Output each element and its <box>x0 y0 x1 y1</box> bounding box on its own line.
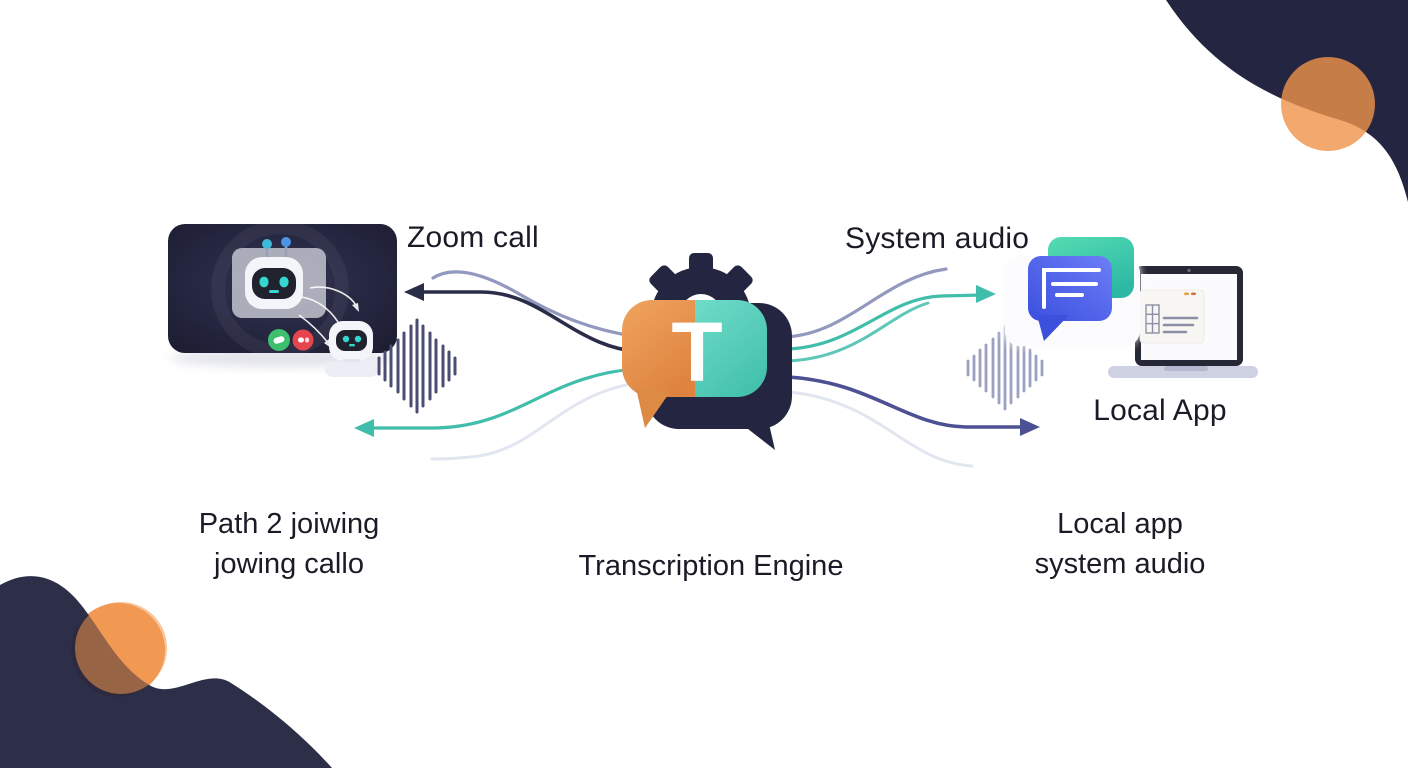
connector-ghost-left <box>430 379 657 461</box>
robot-avatar-icon <box>245 237 303 309</box>
waveform-icon <box>377 318 457 414</box>
waveform-icon <box>966 325 1044 411</box>
engine-letter: T <box>671 305 722 399</box>
zoom-call-illustration <box>168 220 457 414</box>
connector-teal-right <box>786 293 985 351</box>
orange-circle <box>1281 57 1375 151</box>
assistant-robot-icon <box>325 321 378 377</box>
connector-slate-left <box>431 270 650 340</box>
zoom-call-label: Zoom call <box>407 221 539 254</box>
app-window <box>1139 289 1205 344</box>
tablet-icon <box>168 220 397 358</box>
connector-ghost-right <box>788 390 974 468</box>
laptop-icon <box>1108 266 1258 378</box>
connector-navy-left <box>410 290 650 354</box>
right-caption: Local app system audio <box>950 504 1290 584</box>
corner-blob-top-right <box>1166 0 1408 202</box>
left-caption-line1: Path 2 joiwing <box>198 508 380 540</box>
center-caption: Transcription Engine <box>578 550 844 582</box>
connector-indigo-right <box>786 375 1028 429</box>
end-call-icon <box>292 329 314 351</box>
transcription-bubble-icon: T <box>622 300 767 428</box>
arrowhead-left-teal <box>354 419 374 437</box>
chat-bubbles-icon <box>1003 237 1140 346</box>
transcription-engine-icon: T <box>622 253 792 450</box>
arrowhead-right-teal <box>976 285 996 303</box>
laptop-base <box>1108 366 1258 378</box>
right-caption-line2: system audio <box>1034 548 1206 580</box>
arrowhead-left-navy <box>404 283 424 301</box>
blue-bubble <box>1028 256 1112 341</box>
local-app-illustration <box>966 237 1258 411</box>
accept-call-icon <box>268 329 290 351</box>
right-caption-line1: Local app <box>1057 508 1183 540</box>
system-audio-label: System audio <box>845 222 1030 255</box>
orange-circle-overlay <box>75 602 167 694</box>
bubble-tail <box>636 388 670 428</box>
connector-teal-right-2 <box>786 301 930 363</box>
left-caption: Path 2 joiwing jowing callo <box>119 504 459 584</box>
left-caption-line2: jowing callo <box>214 548 364 580</box>
corner-blob-bottom-left <box>0 576 332 768</box>
connector-teal-left <box>362 366 654 430</box>
arrowhead-right-indigo <box>1020 418 1040 436</box>
local-app-label: Local App <box>1093 394 1227 427</box>
connector-slate-right <box>784 267 948 339</box>
